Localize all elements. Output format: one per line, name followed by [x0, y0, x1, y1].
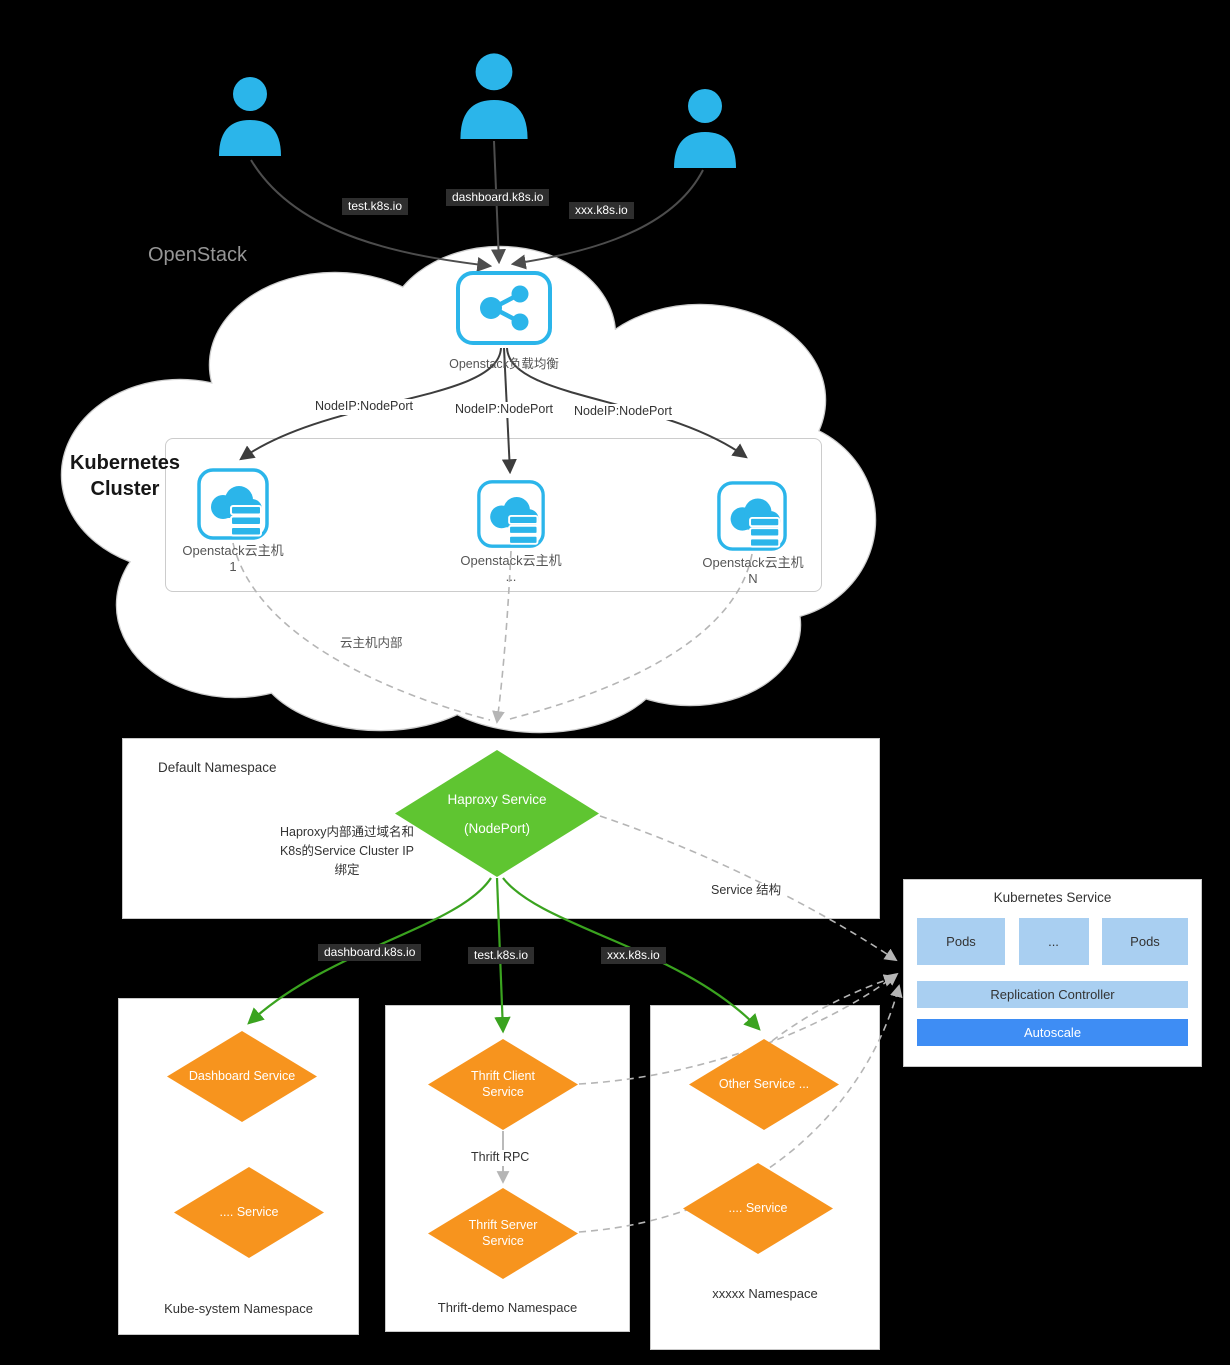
service-structure-label: Service 结构	[708, 883, 785, 899]
edge-label-xxx-domain: xxx.k8s.io	[569, 202, 634, 219]
load-balancer-label: Openstack负载均衡	[449, 357, 559, 371]
route-label-xxx: xxx.k8s.io	[601, 947, 666, 964]
host-internal-label: 云主机内部	[337, 636, 406, 652]
cloud-host-icon	[716, 480, 788, 557]
user-icon	[670, 84, 740, 173]
nodeport-label: NodeIP:NodePort	[571, 404, 675, 420]
openstack-label: OpenStack	[148, 244, 247, 266]
replication-controller-box: Replication Controller	[917, 981, 1188, 1008]
pod-box: Pods	[1102, 918, 1188, 965]
nodeport-label: NodeIP:NodePort	[312, 399, 416, 415]
haproxy-note: Haproxy内部通过域名和 K8s的Service Cluster IP 绑定	[279, 825, 415, 877]
route-label-test: test.k8s.io	[468, 947, 535, 964]
cloud-host-label: Openstack云主机 N	[702, 555, 804, 587]
route-label-dashboard: dashboard.k8s.io	[318, 944, 422, 961]
pods-row: Pods ... Pods	[917, 918, 1188, 965]
autoscale-box: Autoscale	[917, 1019, 1188, 1046]
kubernetes-service-title: Kubernetes Service	[993, 890, 1112, 905]
kube-system-namespace-title: Kube-system Namespace	[164, 1301, 313, 1316]
pod-box: Pods	[917, 918, 1005, 965]
edge-label-test-domain: test.k8s.io	[342, 198, 409, 215]
cloud-host-icon	[196, 467, 270, 546]
pod-ellipsis-box: ...	[1018, 918, 1089, 965]
cloud-host-label: Openstack云主机 ...	[460, 553, 562, 585]
edge-label-dashboard-domain: dashboard.k8s.io	[446, 189, 550, 206]
nodeport-label: NodeIP:NodePort	[452, 402, 556, 418]
cloud-host-icon	[476, 479, 546, 554]
load-balancer-icon	[455, 270, 553, 351]
xxxxx-namespace-title: xxxxx Namespace	[712, 1286, 818, 1301]
kubernetes-service-box: Kubernetes Service Pods ... Pods Replica…	[903, 879, 1202, 1067]
thrift-demo-namespace-title: Thrift-demo Namespace	[437, 1300, 578, 1315]
user-icon	[215, 72, 285, 161]
kubernetes-cluster-label: Kubernetes Cluster	[69, 452, 181, 500]
default-namespace-title: Default Namespace	[158, 760, 277, 775]
cloud-host-label: Openstack云主机 1	[182, 543, 284, 575]
user-icon	[456, 48, 532, 144]
thrift-rpc-label: Thrift RPC	[468, 1150, 533, 1166]
